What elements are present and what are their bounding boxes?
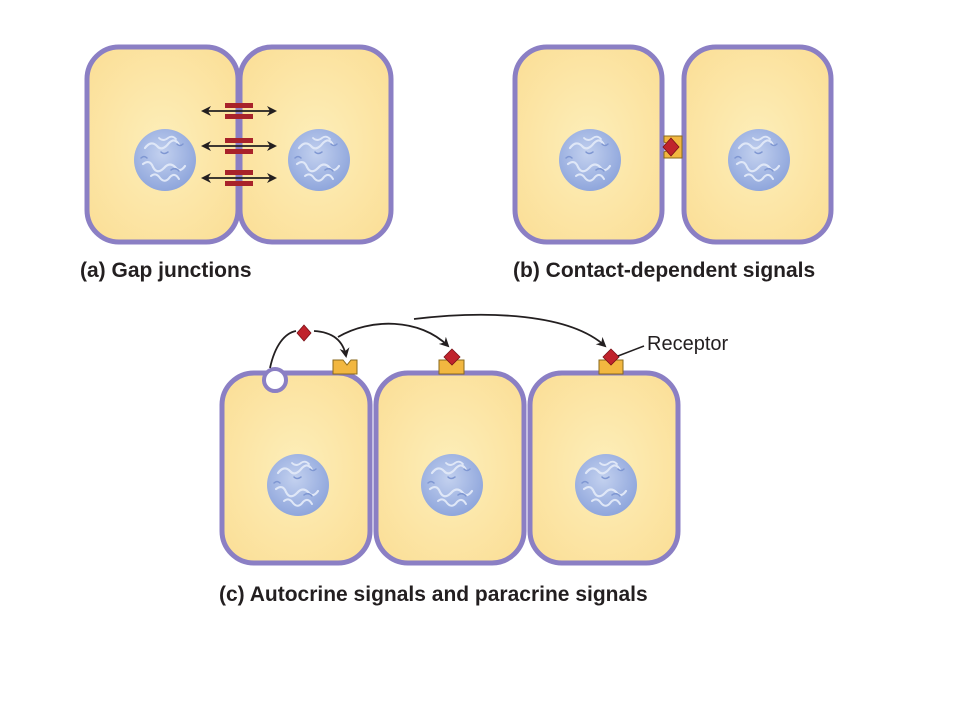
diamond-icon xyxy=(602,348,620,366)
diamond-icon xyxy=(296,324,312,342)
diamond-icon xyxy=(662,137,680,157)
autocrine-arrow xyxy=(313,330,350,358)
paracrine-arrow xyxy=(337,322,450,348)
nucleus-icon xyxy=(286,127,352,193)
panel-b-caption: (b) Contact-dependent signals xyxy=(513,259,816,282)
secretory-vesicle xyxy=(262,367,288,393)
gap-junction-icon xyxy=(201,103,277,119)
nucleus-icon xyxy=(557,127,623,193)
panel-a-gap-junctions xyxy=(84,44,394,245)
nucleus-icon xyxy=(573,452,639,518)
nucleus-icon xyxy=(419,452,485,518)
receptor-label: Receptor xyxy=(647,333,729,355)
panel-a-caption: (a) Gap junctions xyxy=(80,259,252,282)
receptor-pointer-line xyxy=(617,345,645,357)
panel-b-contact-dependent xyxy=(512,44,834,245)
secretion-arrow xyxy=(269,330,297,369)
panel-c-caption: (c) Autocrine signals and paracrine sign… xyxy=(219,583,648,606)
diamond-icon xyxy=(443,348,461,366)
nucleus-icon xyxy=(265,452,331,518)
gap-junction-icon xyxy=(201,170,277,186)
receptor-cup-icon xyxy=(332,359,358,375)
paracrine-arrow xyxy=(413,313,607,348)
panel-c-autocrine-paracrine xyxy=(219,313,681,566)
nucleus-icon xyxy=(132,127,198,193)
nucleus-icon xyxy=(726,127,792,193)
gap-junction-icon xyxy=(201,138,277,154)
